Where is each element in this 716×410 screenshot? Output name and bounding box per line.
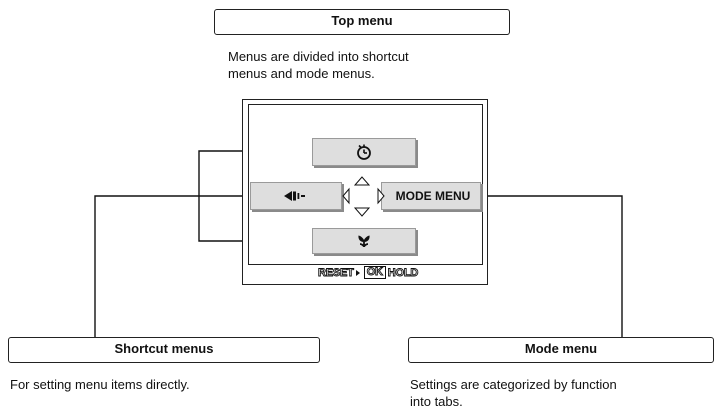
reset-arrow-icon	[355, 269, 360, 276]
shortcut-menus-callout: Shortcut menus	[8, 337, 320, 363]
top-menu-description-line2: menus and mode menus.	[228, 66, 375, 81]
left-shortcut-button[interactable]	[250, 182, 342, 210]
flash-icon	[284, 191, 305, 201]
mode-menu-button-label: MODE MENU	[395, 189, 471, 203]
top-shortcut-button[interactable]	[312, 138, 416, 166]
top-menu-callout: Top menu	[214, 9, 510, 35]
top-menu-description-line1: Menus are divided into shortcut	[228, 49, 409, 64]
mode-callout-line	[481, 195, 623, 337]
top-menu-description: Menus are divided into shortcut menus an…	[228, 48, 409, 82]
mode-menu-description: Settings are categorized by function int…	[410, 376, 617, 410]
shortcut-menus-description-text: For setting menu items directly.	[10, 377, 190, 392]
mode-menu-description-line1: Settings are categorized by function	[410, 377, 617, 392]
mode-menu-description-line2: into tabs.	[410, 394, 463, 409]
hold-label: HOLD	[387, 266, 419, 279]
shortcut-callout-line	[94, 195, 250, 337]
mode-menu-button[interactable]: MODE MENU	[381, 182, 481, 210]
shortcut-menus-title: Shortcut menus	[114, 341, 214, 356]
bottom-shortcut-button[interactable]	[312, 228, 416, 254]
shortcut-menus-description: For setting menu items directly.	[10, 376, 190, 393]
self-timer-icon	[357, 144, 371, 160]
top-menu-title: Top menu	[331, 13, 393, 28]
macro-flower-icon	[358, 235, 370, 248]
mode-menu-callout: Mode menu	[408, 337, 714, 363]
screen-status-bar: RESET OK HOLD	[318, 266, 419, 279]
mode-menu-title: Mode menu	[524, 341, 598, 356]
reset-label: RESET	[318, 266, 355, 279]
ok-button-label: OK	[363, 266, 386, 279]
